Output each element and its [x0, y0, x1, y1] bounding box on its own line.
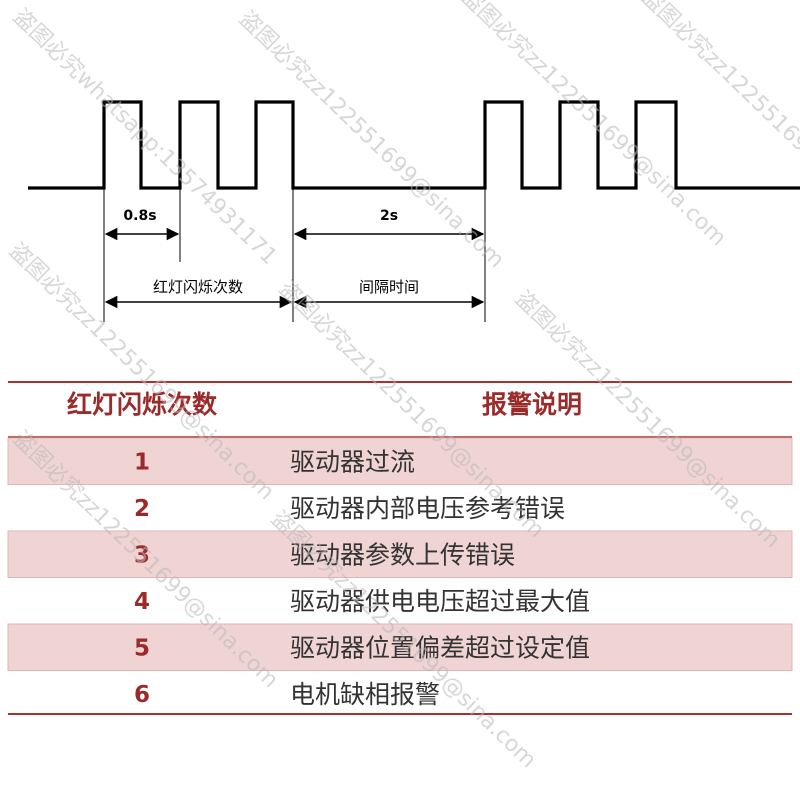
- dimension-arrows: [104, 227, 485, 309]
- square-wave: [28, 100, 800, 190]
- row-flash-count: 1: [134, 449, 150, 475]
- row-band: [7, 437, 793, 485]
- pulse-waveform: [28, 100, 800, 190]
- row-flash-count: 4: [134, 589, 150, 615]
- row-alarm-description: 驱动器内部电压参考错误: [290, 494, 565, 523]
- row-alarm-description: 电机缺相报警: [290, 680, 440, 709]
- row-flash-count: 5: [134, 635, 150, 661]
- row-flash-count: 2: [134, 496, 150, 522]
- row-alarm-description: 驱动器参数上传错误: [290, 540, 515, 569]
- row-alarm-description: 驱动器供电电压超过最大值: [290, 587, 590, 616]
- timing-labels: 0.8s 2s 红灯闪烁次数 间隔时间: [123, 208, 419, 296]
- watermark-text: 盗图必究zz122551699@sina.com: [234, 6, 509, 273]
- row-alarm-description: 驱动器过流: [290, 447, 415, 476]
- flash-count-label: 红灯闪烁次数: [153, 278, 243, 296]
- row-band: [7, 530, 793, 578]
- header-flash-count: 红灯闪烁次数: [67, 390, 218, 419]
- gap-label: 2s: [380, 208, 398, 224]
- row-flash-count: 3: [134, 542, 150, 568]
- interval-label: 间隔时间: [359, 278, 419, 296]
- alarm-table: 红灯闪烁次数 报警说明 1 驱动器过流 2 驱动器内部电压参考错误 3 驱动器参数上传错误…: [7, 381, 793, 715]
- guide-lines: [103, 188, 486, 322]
- watermark-text: 盗图必究zz122551699@sina.com: [636, 0, 800, 251]
- row-band: [7, 623, 793, 671]
- row-alarm-description: 驱动器位置偏差超过设定值: [290, 633, 590, 662]
- watermark-text: 盗图必究whatsapp:13574931171: [8, 4, 282, 269]
- pulse-period-label: 0.8s: [123, 208, 156, 224]
- row-flash-count: 6: [134, 682, 150, 708]
- table-rows: 1 驱动器过流 2 驱动器内部电压参考错误 3 驱动器参数上传错误 4 驱动器供电电压超过最大…: [7, 437, 793, 709]
- header-alarm-description: 报警说明: [482, 390, 582, 419]
